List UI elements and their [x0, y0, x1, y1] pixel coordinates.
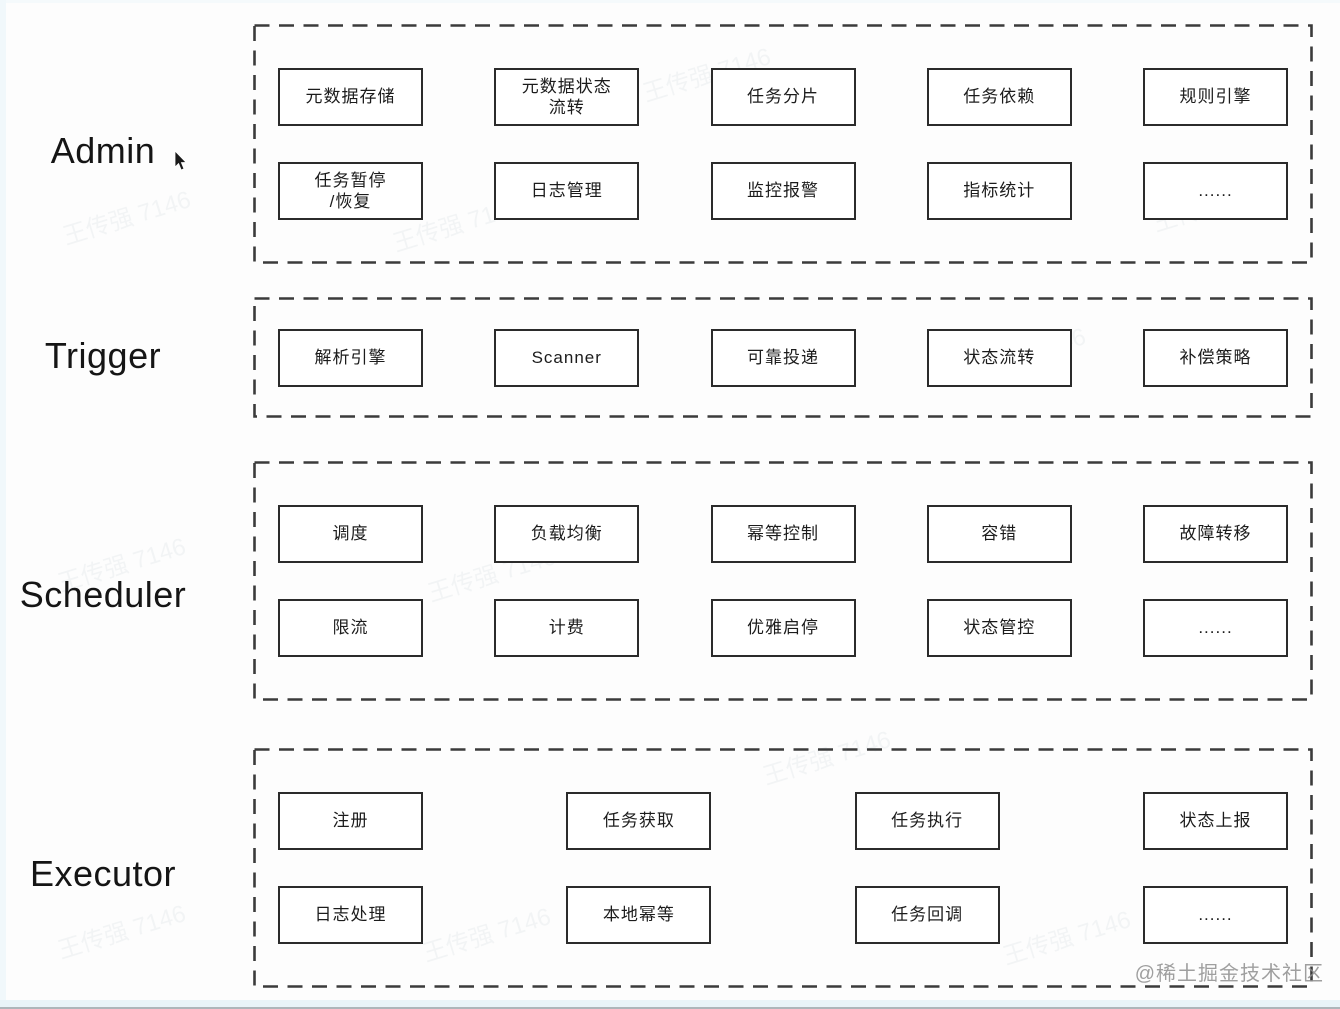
module-box-scheduling: 调度	[278, 505, 423, 563]
module-box-metadata-storage: 元数据存储	[278, 68, 423, 126]
executor-section-border	[253, 748, 1313, 988]
credit-watermark: @稀土掘金技术社区	[1134, 963, 1324, 985]
module-box-compensation-policy: 补偿策略	[1143, 328, 1288, 387]
module-box-parse-engine: 解析引擎	[278, 328, 423, 387]
module-box-log-management: 日志管理	[494, 162, 640, 220]
faint-watermark: 王传强 7146	[59, 186, 195, 251]
module-box-state-control: 状态管控	[926, 599, 1072, 657]
module-box-rule-engine: 规则引擎	[1143, 68, 1288, 126]
module-box-task-fetch: 任务获取	[566, 792, 712, 850]
section-label-admin: Admin	[50, 130, 156, 171]
scheduler-row-1: 调度 负载均衡 幂等控制 容错 故障转移	[278, 505, 1288, 563]
module-box-graceful-restart: 优雅启停	[710, 599, 856, 657]
mouse-cursor-icon	[174, 151, 187, 171]
page-edge-bottom	[0, 1000, 1340, 1009]
module-box-rate-limiting: 限流	[278, 599, 423, 657]
module-box-monitor-alert: 监控报警	[710, 162, 856, 220]
scheduler-section-border	[253, 461, 1313, 701]
module-box-task-pause-resume: 任务暂停 /恢复	[278, 162, 423, 220]
module-box-task-sharding: 任务分片	[710, 68, 856, 126]
scheduler-section: 调度 负载均衡 幂等控制 容错 故障转移 限流 计费 优雅启停 状态管控 ...…	[253, 461, 1313, 701]
module-box-scanner: Scanner	[494, 328, 640, 387]
module-box-local-idempotent: 本地幂等	[566, 886, 712, 944]
module-box-task-callback: 任务回调	[854, 886, 1000, 944]
executor-section: 注册 任务获取 任务执行 状态上报 日志处理 本地幂等 任务回调 ......	[253, 748, 1313, 988]
module-box-register: 注册	[278, 792, 423, 850]
module-box-metric-statistics: 指标统计	[926, 162, 1072, 220]
module-box-admin-more: ......	[1143, 162, 1288, 220]
executor-row-1: 注册 任务获取 任务执行 状态上报	[278, 792, 1288, 850]
module-box-billing: 计费	[494, 599, 640, 657]
module-box-idempotent-ctrl: 幂等控制	[710, 505, 856, 563]
module-box-task-execution: 任务执行	[854, 792, 1000, 850]
module-box-scheduler-more: ......	[1143, 599, 1288, 657]
section-label-executor: Executor	[29, 853, 177, 894]
admin-row-2: 任务暂停 /恢复 日志管理 监控报警 指标统计 ......	[278, 162, 1288, 220]
page-edge-top	[0, 0, 1340, 3]
faint-watermark: 王传强 7146	[54, 900, 190, 965]
module-box-log-processing: 日志处理	[278, 886, 423, 944]
admin-section-border	[253, 24, 1313, 264]
scheduler-row-2: 限流 计费 优雅启停 状态管控 ......	[278, 599, 1288, 657]
module-box-executor-more: ......	[1142, 886, 1288, 944]
section-label-scheduler: Scheduler	[19, 574, 187, 615]
module-box-status-report: 状态上报	[1142, 792, 1288, 850]
module-box-load-balancing: 负载均衡	[494, 505, 640, 563]
admin-row-1: 元数据存储 元数据状态 流转 任务分片 任务依赖 规则引擎	[278, 68, 1288, 126]
module-box-task-dependency: 任务依赖	[926, 68, 1072, 126]
module-box-metadata-state: 元数据状态 流转	[494, 68, 640, 126]
module-box-failover: 故障转移	[1143, 505, 1288, 563]
trigger-row-1: 解析引擎 Scanner 可靠投递 状态流转 补偿策略	[278, 328, 1288, 387]
admin-section: 元数据存储 元数据状态 流转 任务分片 任务依赖 规则引擎 任务暂停 /恢复 日…	[253, 24, 1313, 264]
module-box-state-flow: 状态流转	[926, 328, 1072, 387]
module-box-reliable-delivery: 可靠投递	[710, 328, 856, 387]
section-label-trigger: Trigger	[44, 335, 162, 376]
executor-row-2: 日志处理 本地幂等 任务回调 ......	[278, 886, 1288, 944]
page-edge-left	[0, 0, 6, 1009]
trigger-section: 解析引擎 Scanner 可靠投递 状态流转 补偿策略	[253, 297, 1313, 418]
module-box-fault-tolerance: 容错	[926, 505, 1072, 563]
